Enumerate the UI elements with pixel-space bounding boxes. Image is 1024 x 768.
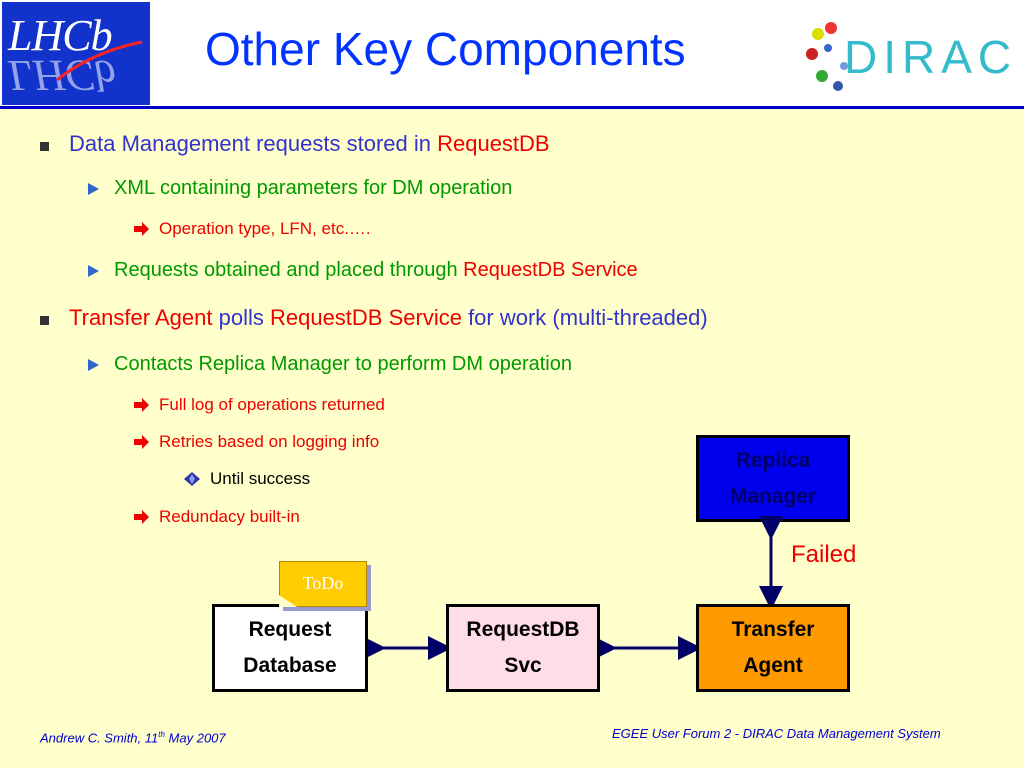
bullet-pointer-icon [134,435,149,449]
bullet-pointer-icon [134,510,149,524]
bullet-line-10: Redundacy built-in [159,507,300,527]
bullet-diamond-icon [184,472,200,486]
bullet-line-3: Operation type, LFN, etc.…. [159,219,371,239]
dirac-logo: DIRAC [804,20,1020,100]
footer-event: EGEE User Forum 2 - DIRAC Data Managemen… [612,726,941,741]
bullet-text: polls [212,305,270,330]
request-database-box: Request Database [212,604,368,692]
bullet-square-icon [40,316,49,325]
bullet-line-2: XML containing parameters for DM operati… [114,177,512,200]
box-label: Replica [735,448,811,472]
footer-author-name: Andrew C. Smith, 11 [40,730,159,746]
bullet-line-1: Data Management requests stored in Reque… [69,131,550,157]
bullet-text: XML containing parameters for DM operati… [114,177,513,199]
bullet-line-6: Contacts Replica Manager to perform DM o… [114,353,572,376]
box-label: Database [243,654,337,677]
bullet-arrow-icon [88,265,99,277]
transfer-agent-box: Transfer Agent [696,604,850,692]
bullet-text: Until success [210,469,311,488]
box-label: Svc [504,654,542,677]
box-label: Transfer [731,618,815,641]
bullet-text: Contacts Replica Manager to perform DM o… [114,353,572,375]
bullet-arrow-icon [88,359,99,371]
bullet-text: Operation type, LFN, etc.…. [159,219,371,238]
requestdb-svc-box: RequestDB Svc [446,604,600,692]
bullet-line-9: Until success [210,469,310,489]
header-divider [0,106,1024,109]
bullet-line-8: Retries based on logging info [159,432,379,452]
bullet-text: Redundacy built-in [159,507,300,526]
bullet-pointer-icon [134,398,149,412]
box-label: Request [248,618,332,641]
bullet-text: for work (multi-threaded) [461,305,708,330]
dirac-logo-dots [806,22,848,91]
footer-date-suffix: th [158,730,165,739]
bullet-text: Retries based on logging info [159,432,380,451]
bullet-text-highlight: Transfer Agent [69,305,213,330]
box-label: Manager [729,484,817,508]
bullet-text: Full log of operations returned [159,395,385,414]
box-label: RequestDB [466,618,580,641]
bullet-text-highlight: RequestDB Service [463,259,638,281]
slide-title: Other Key Components [205,23,686,75]
footer-date: May 2007 [164,730,226,746]
bullet-square-icon [40,142,49,151]
bullet-text-highlight: RequestDB [437,131,550,156]
todo-note-fold [279,595,297,607]
lhcb-logo-text: LHCb [8,11,113,60]
lhcb-logo: LHCb LHCb [2,2,150,105]
bullet-line-7: Full log of operations returned [159,395,385,415]
bullet-arrow-icon [88,183,99,195]
slide-header [0,0,1024,108]
footer-author: Andrew C. Smith, 11th May 2007 [40,730,226,745]
replica-manager-box: Replica Manager [696,435,850,522]
bullet-line-5: Transfer Agent polls RequestDB Service f… [69,305,708,331]
dirac-logo-text: DIRAC [844,31,1018,83]
bullet-text-highlight: RequestDB Service [269,305,462,330]
lhcb-logo-swoosh [56,40,143,82]
bullet-pointer-icon [134,222,149,236]
failed-label: Failed [791,541,857,568]
bullet-text: Data Management requests stored in [69,131,438,156]
bullet-text: Requests obtained and placed through [114,259,464,281]
bullet-line-4: Requests obtained and placed through Req… [114,259,638,282]
box-label: Agent [743,654,803,677]
